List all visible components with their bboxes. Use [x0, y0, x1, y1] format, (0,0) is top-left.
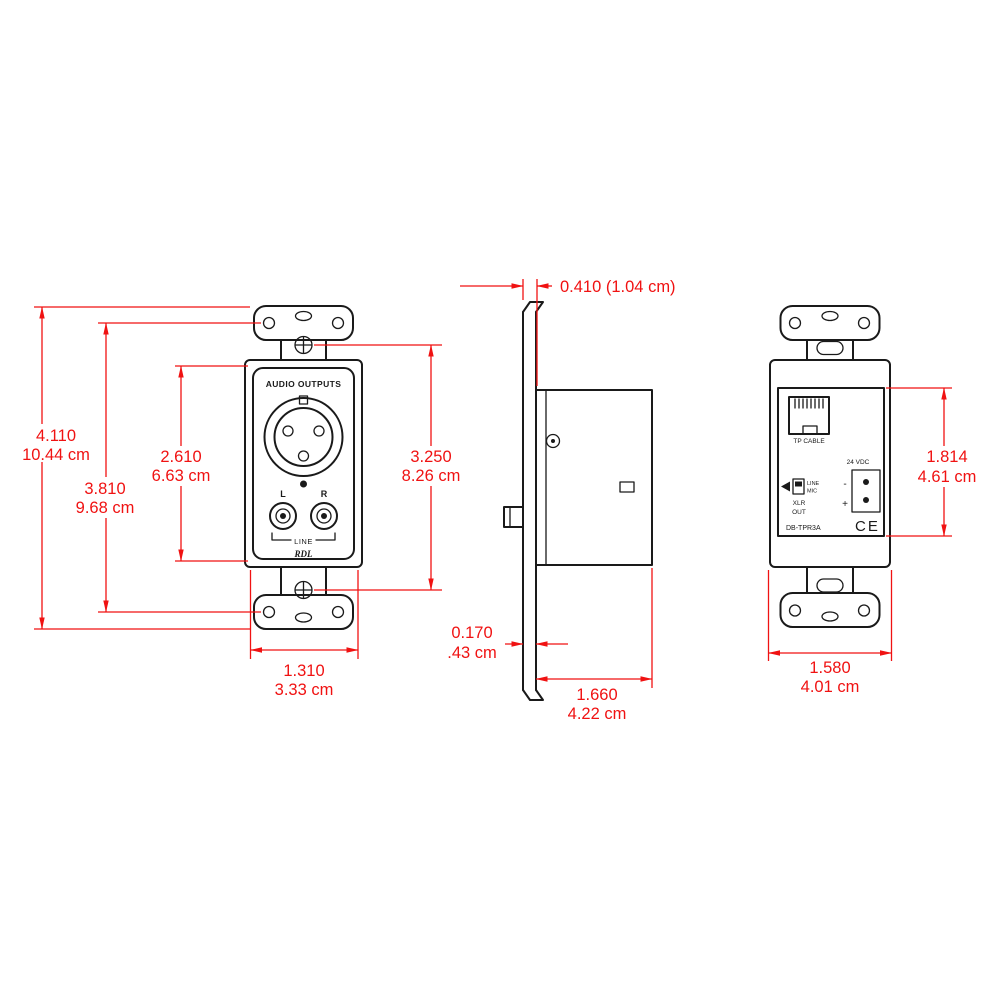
- dim-front-screw-span-cm: 8.26 cm: [402, 467, 461, 485]
- dimension-front-insert-height: 2.610 6.63 cm: [152, 365, 248, 562]
- xlr-pin-bottom: [297, 450, 310, 462]
- front-panel-title: AUDIO OUTPUTS: [266, 379, 342, 389]
- switch-line-label: LINE: [807, 481, 820, 487]
- dim-front-overall-height-in: 4.110: [36, 427, 76, 445]
- rear-bottom-mounting-strap: [779, 566, 881, 628]
- rj45-latch-notch: [802, 425, 818, 435]
- dim-front-screw-span-in: 3.250: [410, 448, 451, 466]
- xlr-latch-notch: [298, 395, 309, 405]
- front-bottom-left-screw-hole: [262, 605, 276, 619]
- right-jack-label: R: [321, 489, 328, 499]
- rear-bottom-right-screw-hole: [857, 604, 871, 617]
- xlr-inner-ring: [273, 407, 334, 467]
- switch-mic-label: MIC: [807, 489, 817, 495]
- rear-module-body: [777, 387, 885, 537]
- jack-group-label: LINE: [294, 537, 313, 546]
- dimension-side-front-projection: 0.410 (1.04 cm): [460, 278, 676, 386]
- rear-top-strap-outline: [779, 305, 881, 341]
- rear-top-mounting-slot: [816, 340, 844, 356]
- dimension-front-screw-span: 3.250 8.26 cm: [314, 344, 461, 591]
- terminal-minus-label: -: [843, 479, 846, 490]
- dim-rear-width-cm: 4.01 cm: [801, 678, 860, 696]
- dim-rear-width-in: 1.580: [809, 659, 850, 677]
- front-top-left-screw-hole: [262, 316, 276, 330]
- front-bottom-center-slot: [294, 612, 313, 623]
- dimension-side-plate-thickness: 0.170 .43 cm: [447, 624, 568, 662]
- rear-view: TP CABLE 24 VDC - + LINE MIC XLR OUT DB-…: [769, 305, 891, 628]
- dimension-side-rear-depth: 1.660 4.22 cm: [535, 568, 653, 723]
- front-top-right-screw-hole: [331, 316, 345, 330]
- dim-front-width-in: 1.310: [283, 662, 324, 680]
- dimension-rear-module-height: 1.814 4.61 cm: [886, 387, 977, 537]
- front-faceplate-outer: [244, 359, 363, 568]
- rear-top-mounting-strap: [779, 305, 881, 361]
- front-faceplate-inner: [252, 367, 355, 560]
- side-plate-top-bend: [522, 301, 544, 313]
- dim-front-insert-height-in: 2.610: [160, 448, 201, 466]
- power-terminal-block: [851, 469, 881, 513]
- front-bottom-mounting-strap: [253, 566, 354, 630]
- rear-bottom-strap-outline: [779, 592, 881, 628]
- rear-bottom-left-screw-hole: [788, 604, 802, 617]
- front-top-mounting-strap: [253, 305, 354, 361]
- xlr-pin-left: [282, 425, 294, 437]
- side-housing-screw: [545, 433, 561, 449]
- switch-out-label: OUT: [792, 509, 806, 516]
- rca-jack-left: [269, 502, 297, 530]
- dim-side-depth-cm: 4.22 cm: [568, 705, 627, 723]
- terminal-plus-label: +: [842, 499, 848, 510]
- xlr-pin-right: [313, 425, 325, 437]
- side-rear-housing: [535, 389, 653, 566]
- rear-faceplate-outer: [769, 359, 891, 568]
- switch-arrow-icon: [781, 481, 790, 492]
- dimension-front-width: 1.310 3.33 cm: [249, 570, 359, 699]
- dimension-front-overall-height: 4.110 10.44 cm: [22, 306, 250, 630]
- side-view: [503, 301, 653, 701]
- dim-side-thickness-cm: .43 cm: [447, 644, 497, 662]
- rear-top-right-screw-hole: [857, 316, 871, 330]
- rear-bottom-mounting-slot: [816, 578, 844, 593]
- power-label: 24 VDC: [847, 459, 870, 466]
- side-rca-jack-profile: [503, 506, 524, 528]
- dim-front-hole-span-in: 3.810: [84, 480, 125, 498]
- dimension-front-mounting-hole-span: 3.810 9.68 cm: [76, 322, 261, 613]
- rear-bottom-center-slot: [821, 611, 839, 622]
- dim-rear-height-in: 1.814: [926, 448, 967, 466]
- side-plate-bottom-bend: [522, 689, 544, 701]
- side-housing-slot: [619, 481, 635, 493]
- model-label: DB-TPR3A: [786, 525, 821, 532]
- line-mic-switch: [781, 478, 805, 495]
- ce-mark: CE: [855, 518, 880, 535]
- brand-logo: RDL: [294, 549, 314, 559]
- xlr-connector: [263, 395, 344, 477]
- rca-jack-right: [310, 502, 338, 530]
- power-led: [300, 480, 307, 488]
- dimension-rear-module-width: 1.580 4.01 cm: [767, 570, 893, 696]
- dim-front-width-cm: 3.33 cm: [275, 681, 334, 699]
- front-bottom-right-screw-hole: [331, 605, 345, 619]
- rear-top-left-screw-hole: [788, 316, 802, 330]
- rj45-jack: [788, 396, 830, 435]
- dim-front-overall-height-cm: 10.44 cm: [22, 446, 90, 464]
- front-top-center-slot: [294, 310, 313, 322]
- dim-front-hole-span-cm: 9.68 cm: [76, 499, 135, 517]
- dim-side-thickness-in: 0.170: [451, 624, 492, 642]
- line-group-bracket: [271, 532, 336, 541]
- left-jack-label: L: [280, 489, 286, 499]
- rear-top-center-slot: [821, 310, 839, 322]
- rj45-label: TP CABLE: [793, 438, 825, 445]
- side-faceplate-profile: [522, 301, 544, 701]
- xlr-outer-ring: [263, 397, 344, 477]
- front-view: AUDIO OUTPUTS L R LINE: [244, 305, 363, 630]
- dim-rear-height-cm: 4.61 cm: [918, 468, 977, 486]
- dim-front-insert-height-cm: 6.63 cm: [152, 467, 211, 485]
- front-bottom-strap-outline: [253, 594, 354, 630]
- dim-side-projection: 0.410 (1.04 cm): [560, 278, 676, 296]
- front-top-plate-screw: [294, 335, 313, 355]
- switch-xlr-label: XLR: [793, 500, 806, 507]
- dim-side-depth-in: 1.660: [576, 686, 617, 704]
